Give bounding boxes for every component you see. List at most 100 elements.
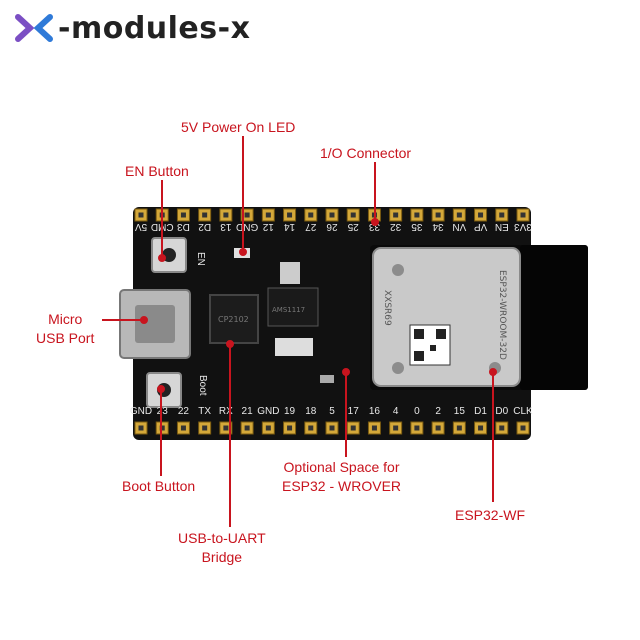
pin-label: VP <box>474 221 488 232</box>
pin-label: GND <box>257 406 279 417</box>
pin-label: CLK <box>513 406 533 417</box>
label-io-connector: 1/O Connector <box>320 145 412 161</box>
pin-hole <box>329 212 335 218</box>
pin-label: D3 <box>177 221 190 232</box>
pin-label: 15 <box>454 406 466 417</box>
pin-label: 27 <box>305 221 317 232</box>
silk-en: EN <box>195 252 206 266</box>
pin-label: 25 <box>347 221 359 232</box>
usb-uart-chip <box>209 294 259 344</box>
pin-label: VN <box>452 221 466 232</box>
pin-label: GND <box>236 221 258 232</box>
pin-hole <box>456 425 462 431</box>
regulator <box>267 287 319 327</box>
callout-lines <box>102 136 497 527</box>
pin-hole <box>350 212 356 218</box>
pin-label: 35 <box>411 221 423 232</box>
pin-label: 26 <box>326 221 338 232</box>
pin-hole <box>308 425 314 431</box>
pin-hole <box>520 425 526 431</box>
label-micro-usb-line1: Micro <box>48 311 83 327</box>
pin-label: 34 <box>432 221 444 232</box>
antenna <box>520 245 588 390</box>
pin-label: EN <box>495 221 509 232</box>
pin-label: 19 <box>284 406 296 417</box>
pin-label: 14 <box>284 221 296 232</box>
pin-hole <box>435 425 441 431</box>
pin-label: D2 <box>198 221 211 232</box>
pin-label: 22 <box>178 406 190 417</box>
reg-text: AMS1117 <box>272 306 305 314</box>
pin-hole <box>499 425 505 431</box>
label-micro-usb: Micro USB Port <box>36 310 94 348</box>
pin-hole <box>350 425 356 431</box>
brand-logo: -modules-x <box>12 8 250 48</box>
pin-hole <box>223 425 229 431</box>
label-boot-button: Boot Button <box>122 478 196 494</box>
label-optional-space: Optional Space for ESP32 - WROVER <box>282 458 401 496</box>
pin-hole <box>414 212 420 218</box>
pin-hole <box>138 212 144 218</box>
pin-label: 18 <box>305 406 317 417</box>
pin-hole <box>499 212 505 218</box>
pin-label: 2 <box>435 406 441 417</box>
pin-hole <box>371 425 377 431</box>
pin-label: 16 <box>369 406 381 417</box>
pin-label: 4 <box>393 406 399 417</box>
pin-hole <box>180 212 186 218</box>
label-usb-uart: USB-to-UART Bridge <box>178 529 266 567</box>
pin-label: 5 <box>329 406 335 417</box>
chip-text: CP2102 <box>218 315 249 324</box>
pin-label: 13 <box>220 221 232 232</box>
pin-hole <box>287 425 293 431</box>
pin-label: D1 <box>474 406 487 417</box>
pin-label: 0 <box>414 406 420 417</box>
pin-hole <box>265 425 271 431</box>
pin-hole <box>202 212 208 218</box>
pin-hole <box>244 425 250 431</box>
pin-label: 12 <box>262 221 274 232</box>
pin-label: 3V3 <box>514 221 532 232</box>
pin-label: 5V <box>135 221 148 232</box>
pin-hole <box>329 425 335 431</box>
brand-x-icon <box>15 14 53 42</box>
label-esp32-wf: ESP32-WF <box>455 507 526 523</box>
pin-hole <box>435 212 441 218</box>
module-name: ESP32-WROOM-32D <box>497 270 507 360</box>
pin-hole <box>202 425 208 431</box>
module-side-text: XXSR69 <box>382 290 392 326</box>
pin-label: 33 <box>368 221 380 232</box>
pin-hole <box>414 425 420 431</box>
pin-label: 17 <box>348 406 360 417</box>
pin-hole <box>159 425 165 431</box>
pin-label: RX <box>219 406 233 417</box>
label-optional-space-line1: Optional Space for <box>283 459 400 475</box>
label-optional-space-line2: ESP32 - WROVER <box>282 478 402 494</box>
pin-hole <box>287 212 293 218</box>
pin-label: GND <box>130 406 152 417</box>
silk-boot: Boot <box>197 375 208 396</box>
pin-hole <box>244 212 250 218</box>
label-usb-uart-line2: Bridge <box>201 549 243 565</box>
label-power-led: 5V Power On LED <box>181 119 296 135</box>
pin-hole <box>138 425 144 431</box>
pin-hole <box>520 212 526 218</box>
brand-name: -modules-x <box>58 10 251 46</box>
pin-hole <box>478 212 484 218</box>
pin-label: 23 <box>157 406 169 417</box>
pin-hole <box>308 212 314 218</box>
pin-hole <box>478 425 484 431</box>
label-micro-usb-line2: USB Port <box>36 330 95 346</box>
pin-hole <box>393 212 399 218</box>
pin-hole <box>180 425 186 431</box>
pin-hole <box>456 212 462 218</box>
pin-hole <box>265 212 271 218</box>
pin-label: 21 <box>242 406 254 417</box>
label-usb-uart-line1: USB-to-UART <box>178 530 266 546</box>
pin-label: TX <box>198 406 211 417</box>
pin-hole <box>393 425 399 431</box>
label-en-button: EN Button <box>125 163 189 179</box>
pin-label: 32 <box>390 221 402 232</box>
